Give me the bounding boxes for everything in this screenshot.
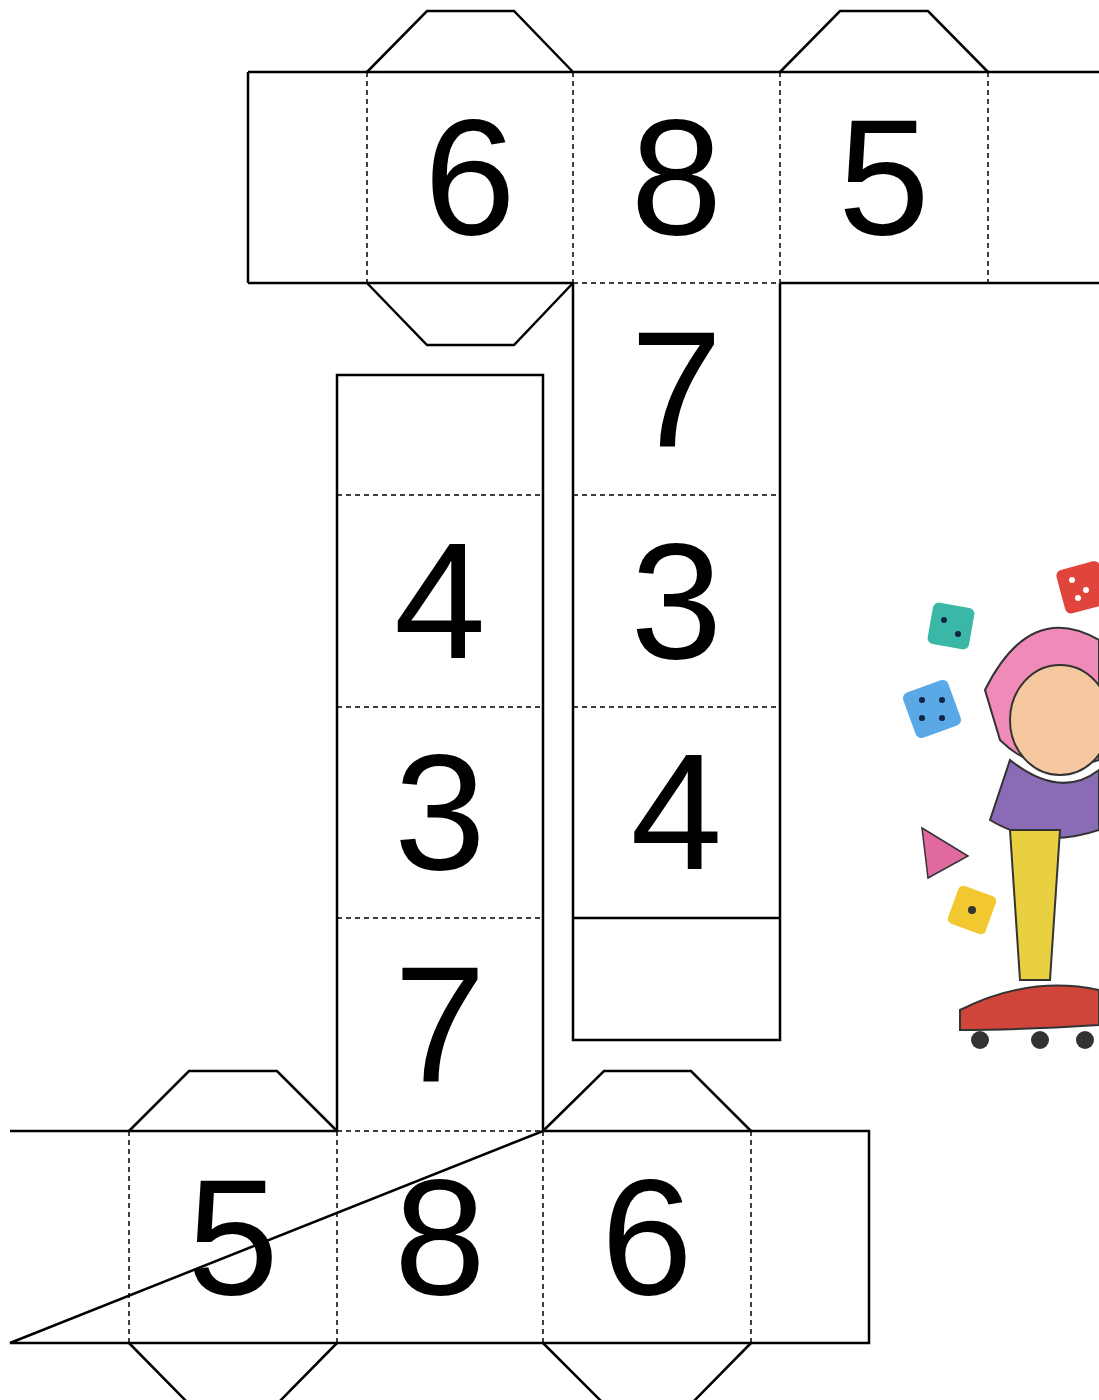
glue-tab xyxy=(780,11,988,72)
fold-line xyxy=(573,283,780,707)
cut-line xyxy=(573,283,780,1040)
die-face: 7 xyxy=(573,283,780,495)
fold-line xyxy=(367,72,988,283)
face-number: 7 xyxy=(394,942,486,1107)
face-number: 4 xyxy=(631,730,723,895)
die-face: 5 xyxy=(129,1131,337,1343)
face-number: 7 xyxy=(631,307,723,472)
glue-tab xyxy=(543,1343,751,1400)
glue-tab xyxy=(129,1343,337,1400)
die-face: 3 xyxy=(573,495,780,707)
die-face: 5 xyxy=(780,72,988,283)
face-number: 5 xyxy=(187,1155,279,1320)
die-face: 3 xyxy=(337,707,543,918)
cut-line xyxy=(248,72,1099,283)
face-number: 5 xyxy=(838,95,930,260)
jester-illustration xyxy=(901,560,1099,1049)
die-face: 8 xyxy=(337,1131,543,1343)
die-face: 4 xyxy=(573,707,780,918)
die-face: 8 xyxy=(573,72,780,283)
fold-line xyxy=(337,495,543,918)
die-face: 7 xyxy=(337,918,543,1131)
face-number: 3 xyxy=(394,730,486,895)
glue-tab xyxy=(129,1071,337,1131)
cut-line xyxy=(337,375,543,1131)
face-number: 6 xyxy=(424,95,516,260)
fold-line xyxy=(129,1131,751,1343)
die-face: 4 xyxy=(337,495,543,707)
glue-tab xyxy=(367,11,573,72)
die-face: 6 xyxy=(367,72,573,283)
glue-tab xyxy=(543,1071,751,1131)
cut-line xyxy=(10,1131,869,1343)
glue-tab xyxy=(367,283,573,345)
face-number: 4 xyxy=(394,519,486,684)
face-number: 8 xyxy=(394,1155,486,1320)
face-number: 8 xyxy=(631,95,723,260)
face-number: 3 xyxy=(631,519,723,684)
face-number: 6 xyxy=(601,1155,693,1320)
die-face: 6 xyxy=(543,1131,751,1343)
